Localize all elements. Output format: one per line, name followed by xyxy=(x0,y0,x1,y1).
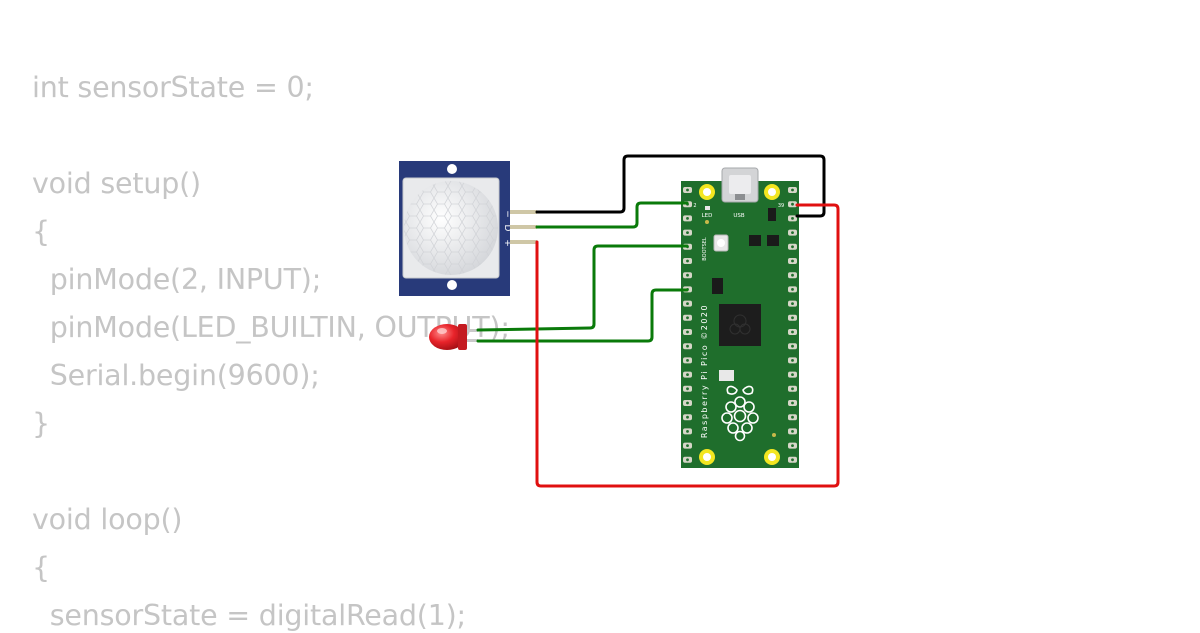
wire-led-anode[interactable] xyxy=(476,244,689,332)
pin-hole xyxy=(791,288,794,291)
pcb-via xyxy=(772,433,776,437)
pin-hole xyxy=(686,316,689,320)
pin-hole xyxy=(686,330,689,334)
pin-hole xyxy=(791,359,794,362)
led-lead-anode xyxy=(462,329,478,332)
pico-right-pin-column xyxy=(788,187,797,463)
pin-hole xyxy=(686,344,689,348)
pin-hole xyxy=(686,415,689,419)
wire-led-cathode[interactable] xyxy=(476,288,689,343)
red-led[interactable] xyxy=(429,324,478,350)
usb-port-opening xyxy=(729,175,751,194)
pin-hole xyxy=(791,444,794,447)
pin-hole xyxy=(686,373,689,376)
pin-hole xyxy=(791,259,794,263)
pin-hole xyxy=(791,344,794,348)
pin-hole xyxy=(791,302,794,305)
crystal xyxy=(712,278,723,294)
raspberry-logo-icon xyxy=(721,385,759,442)
pin-hole xyxy=(791,415,794,419)
raspberry-pi-pico[interactable]: LED USB 2 39 BOOTSEL Raspberry Pi Pico ©… xyxy=(681,167,799,468)
pin-hole xyxy=(686,231,689,235)
pin-hole xyxy=(686,273,689,277)
wires xyxy=(476,154,840,488)
pir-pin-data[interactable] xyxy=(510,225,537,229)
pin-hole xyxy=(791,458,794,462)
code-line-10: void loop() xyxy=(32,503,183,536)
pin-39-label: 39 xyxy=(778,203,784,209)
pir-pin-label-data: D xyxy=(502,225,512,232)
rp2040-logo xyxy=(729,314,751,335)
pin-hole xyxy=(686,387,689,391)
code-line-5: pinMode(2, INPUT); xyxy=(32,263,322,296)
pir-pin-label-gnd: − xyxy=(502,210,512,218)
led-lead-cathode xyxy=(462,339,478,342)
pir-mount-hole-top xyxy=(447,164,457,174)
pin-hole xyxy=(791,202,794,206)
code-line-4: { xyxy=(32,215,50,248)
pin-hole xyxy=(686,302,689,305)
pin-hole xyxy=(686,458,689,462)
pin-hole xyxy=(791,188,794,192)
wire-power[interactable] xyxy=(535,203,840,488)
pico-left-pin-column xyxy=(683,187,692,463)
code-line-3: void setup() xyxy=(32,167,201,200)
pin-hole xyxy=(686,217,689,220)
wire-ground[interactable] xyxy=(535,154,826,218)
pir-motion-sensor[interactable]: − D + xyxy=(399,161,537,296)
led-rim xyxy=(458,324,467,350)
board-label: Raspberry Pi Pico ©2020 xyxy=(700,304,709,438)
flash-chip-b xyxy=(767,235,779,246)
pin-hole xyxy=(686,188,689,192)
onboard-led xyxy=(705,206,710,210)
pin-hole xyxy=(791,231,794,235)
usb-label: USB xyxy=(733,213,745,219)
pin-hole xyxy=(791,430,794,433)
flash-chip-a xyxy=(749,235,761,246)
wire-pir-signal[interactable] xyxy=(535,201,689,229)
pin-hole xyxy=(791,217,794,220)
pin-hole xyxy=(686,401,689,405)
pin-hole xyxy=(791,373,794,376)
code-line-11: { xyxy=(32,551,50,584)
pir-pin-vcc[interactable] xyxy=(510,240,537,244)
pin-hole xyxy=(791,316,794,320)
rp2040-chip xyxy=(719,304,761,346)
code-line-8: } xyxy=(32,407,50,440)
pin-hole xyxy=(686,359,689,362)
pin-hole xyxy=(791,245,794,249)
pin-hole xyxy=(791,273,794,277)
pir-fresnel-pattern xyxy=(404,181,498,275)
pin-hole xyxy=(791,401,794,405)
code-line-12: sensorState = digitalRead(1); xyxy=(32,599,466,632)
pin-hole xyxy=(791,387,794,391)
pcb-via-led xyxy=(705,220,709,224)
bootsel-label: BOOTSEL xyxy=(702,237,708,261)
pin-hole xyxy=(791,330,794,334)
code-line-1: int sensorState = 0; xyxy=(32,71,314,104)
code-line-7: Serial.begin(9600); xyxy=(32,359,320,392)
pir-pin-gnd[interactable] xyxy=(510,210,537,214)
pir-pin-label-vcc: + xyxy=(502,239,512,247)
pin-hole xyxy=(686,430,689,433)
usb-port-tongue xyxy=(735,194,745,200)
pin-hole xyxy=(686,444,689,447)
debug-pad xyxy=(719,370,734,381)
pin-hole xyxy=(686,259,689,263)
voltage-regulator xyxy=(768,208,776,221)
led-label: LED xyxy=(702,213,713,219)
pin-1-label: 2 xyxy=(693,203,696,209)
pir-mount-hole-bottom xyxy=(447,280,457,290)
